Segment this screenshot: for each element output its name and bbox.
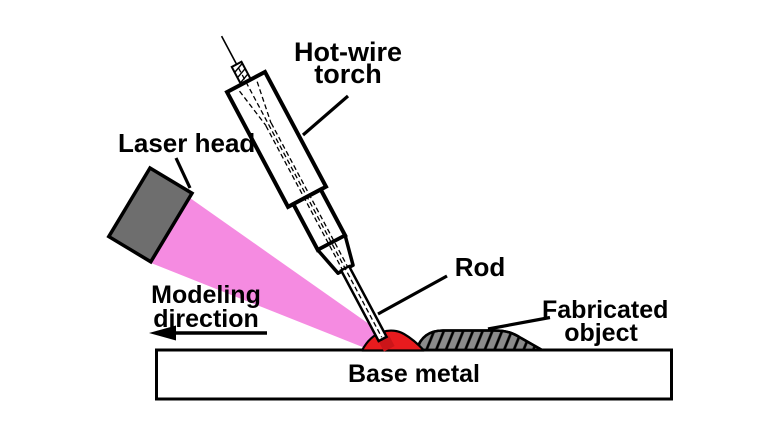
fabricated-object-label: Fabricated object	[542, 296, 669, 347]
fabricated-leader-line	[487, 315, 551, 331]
laser-head-label: Laser head	[118, 128, 256, 158]
modeling-direction-label: Modeling direction	[151, 281, 261, 333]
fabricated-object-hatch	[414, 329, 544, 352]
torch-nozzle	[316, 233, 355, 275]
modeling-direction-arrow-icon	[149, 325, 267, 341]
hot-wire-torch	[220, 35, 389, 343]
wire-conduit-dashes	[237, 67, 383, 338]
base-metal-plate	[155, 348, 673, 401]
feed-wire	[220, 35, 240, 69]
laser-beam	[151, 198, 386, 350]
base-metal-label: Base metal	[347, 360, 481, 388]
rod-label: Rod	[454, 252, 506, 282]
rod-leader-line	[377, 274, 448, 316]
laser-head	[106, 165, 195, 265]
fabricated-object	[414, 329, 544, 352]
hot-wire-torch-label: Hot-wire torch	[294, 37, 402, 89]
laser-leader-line	[174, 157, 192, 189]
hotwire-leader-line	[301, 94, 350, 137]
